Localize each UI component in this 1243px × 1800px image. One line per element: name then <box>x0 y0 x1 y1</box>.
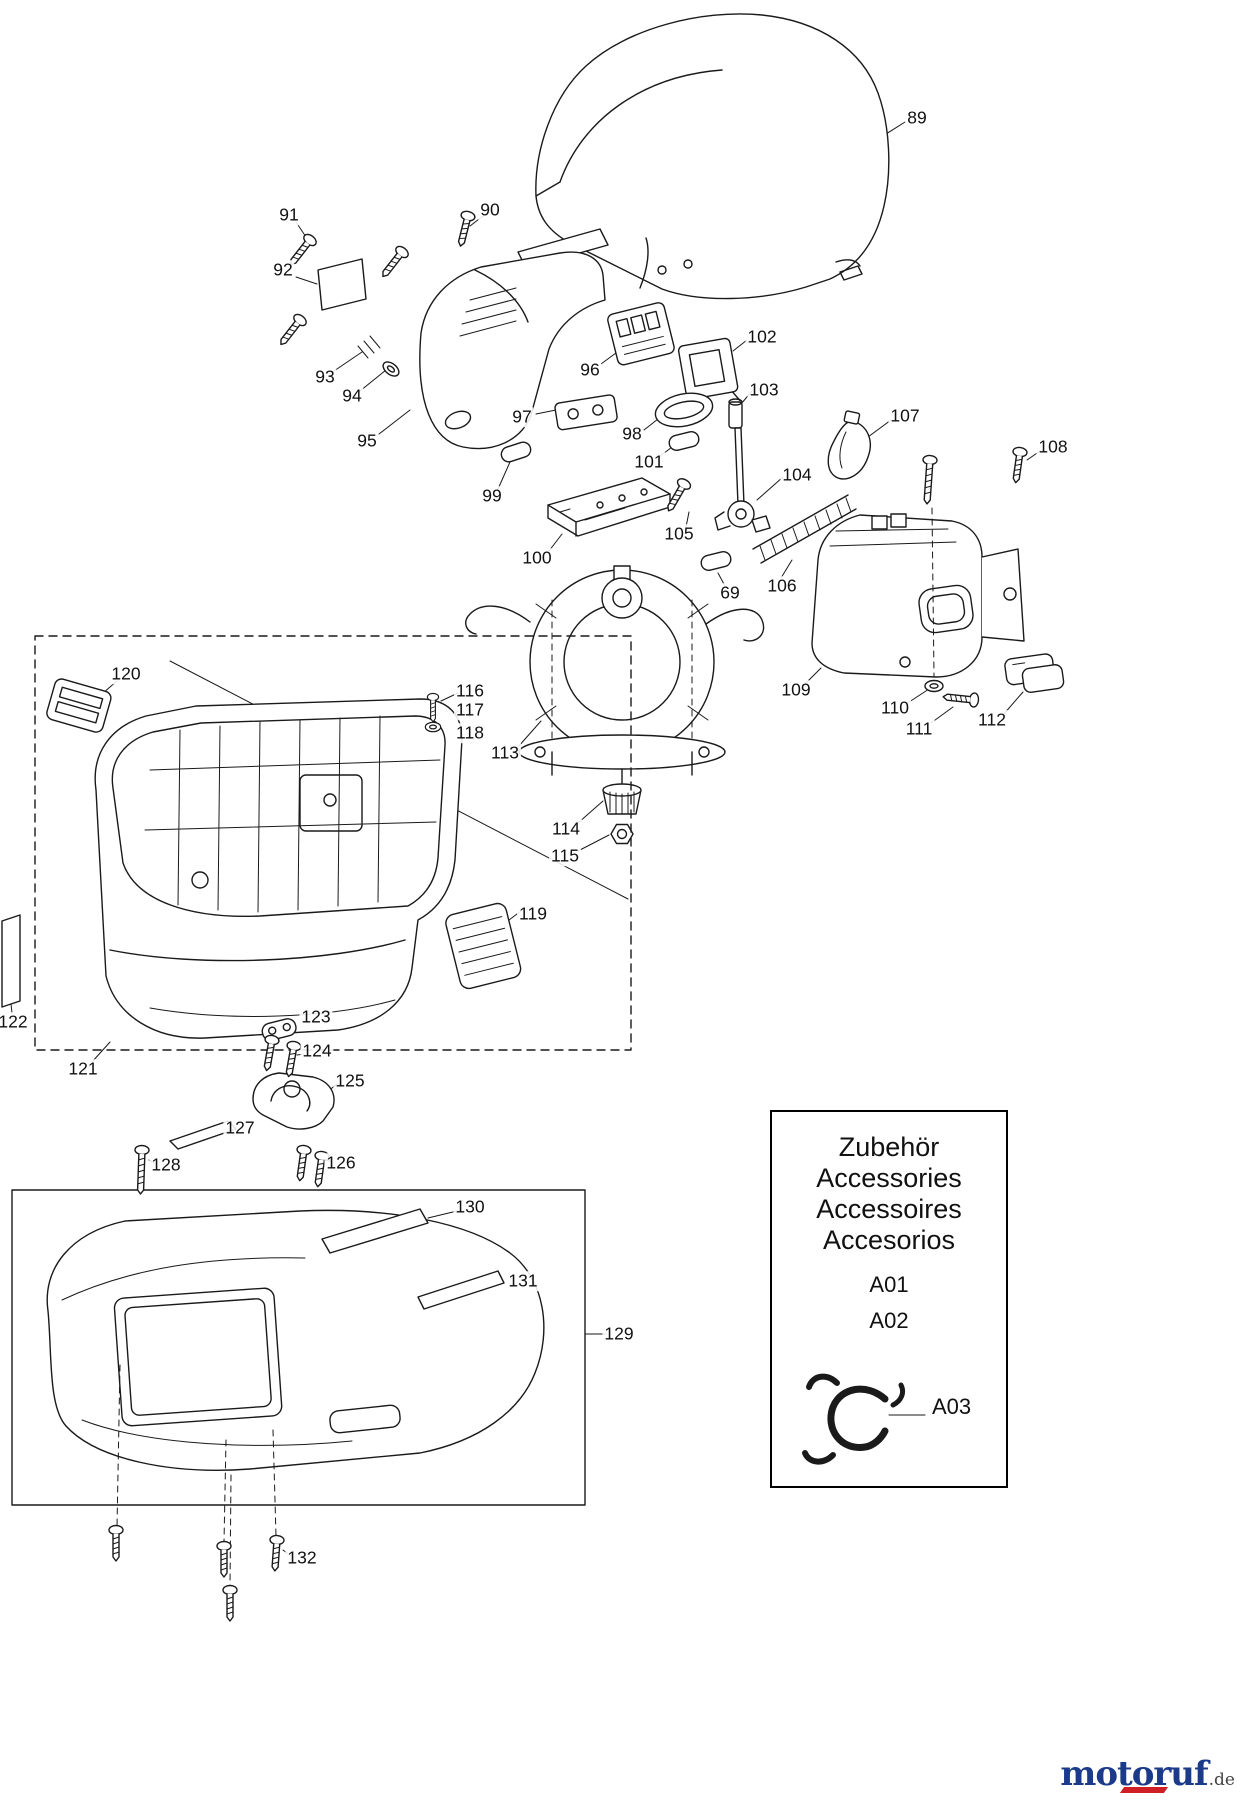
site-logo[interactable]: motoruf.de <box>1060 1754 1235 1796</box>
part-chassis-121 <box>34 635 632 1051</box>
part-motor-113 <box>465 565 765 784</box>
part-plate-97 <box>554 394 618 431</box>
accessory-code-a02: A02 <box>869 1308 909 1333</box>
part-strip-127 <box>169 1120 237 1150</box>
accessories-title-fr: Accessoires <box>816 1194 962 1224</box>
accessory-code-a03: A03 <box>932 1394 972 1419</box>
accessory-clip-illustration <box>802 1373 926 1465</box>
accessories-title-de: Zubehör <box>838 1132 940 1162</box>
accessories-box: Zubehör Accessories Accessoires Accesori… <box>770 1110 1008 1488</box>
part-sticker-92 <box>317 258 367 311</box>
part-switch-housing-102 <box>677 337 741 413</box>
logo-tld: .de <box>1208 1770 1235 1790</box>
accessories-title-en: Accessories <box>816 1163 962 1193</box>
part-board-100 <box>547 477 671 537</box>
part-pin-101 <box>666 429 702 453</box>
accessories-title-es: Accesorios <box>822 1225 956 1255</box>
logo-accent <box>1120 1787 1169 1793</box>
part-lever-104 <box>714 427 771 533</box>
part-clip-112 <box>1004 653 1065 693</box>
part-switch-96 <box>607 302 675 366</box>
part-sticker-130 <box>321 1208 429 1254</box>
fasteners <box>108 209 1029 1622</box>
part-hood-89 <box>535 13 890 300</box>
part-gasket-98 <box>654 392 714 428</box>
part-sticker-122 <box>1 914 21 1008</box>
part-pin-103 <box>728 398 743 429</box>
part-spring-106 <box>752 494 857 564</box>
part-housing-109 <box>811 513 1025 678</box>
part-sticker-131 <box>417 1270 505 1310</box>
part-knob-114 <box>602 783 642 815</box>
part-bracket-120 <box>46 678 112 733</box>
part-cover-129 <box>11 1189 586 1587</box>
part-guard-95 <box>419 251 606 450</box>
part-pin-69 <box>698 549 734 573</box>
part-nut-115 <box>610 823 634 845</box>
accessory-code-a01: A01 <box>869 1272 909 1297</box>
accessories-title: Zubehör Accessories Accessoires Accesori… <box>772 1132 1006 1256</box>
part-battery-119 <box>445 902 522 990</box>
part-cable-tie-107 <box>827 410 871 480</box>
part-bracket-125 <box>252 1072 335 1130</box>
